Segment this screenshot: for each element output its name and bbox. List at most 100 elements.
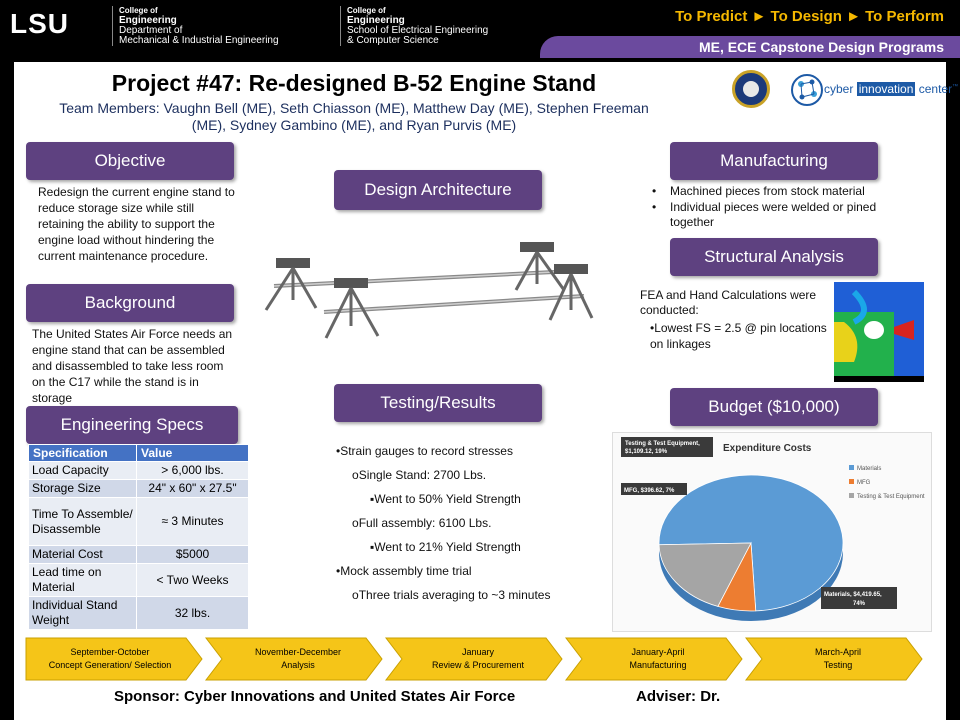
air-force-seal-icon	[732, 70, 770, 108]
timeline-period: January	[462, 647, 495, 657]
network-icon	[791, 74, 823, 106]
cic-word-center: center	[915, 82, 953, 96]
timeline-task: Review & Procurement	[432, 660, 525, 670]
header-bar: LSU College of Engineering Department of…	[0, 0, 960, 60]
legend-swatch-materials	[849, 465, 854, 470]
legend-swatch-testing	[849, 493, 854, 498]
list-item: ▪Went to 50% Yield Strength	[336, 490, 606, 514]
testing-heading: Testing/Results	[334, 384, 542, 422]
dept-line2: Mechanical & Industrial Engineering	[119, 35, 279, 46]
college-label: College of	[347, 6, 386, 15]
list-item: •Strain gauges to record stresses	[336, 442, 606, 466]
timeline-task: Manufacturing	[629, 660, 686, 670]
timeline-step	[744, 637, 923, 681]
timeline-task: Testing	[824, 660, 853, 670]
legend-testing: Testing & Test Equipment	[857, 494, 925, 500]
value-cell: > 6,000 lbs.	[136, 461, 249, 480]
testing-list: •Strain gauges to record stresses o Singl…	[336, 442, 606, 610]
timeline-period: September-October	[70, 647, 149, 657]
expenditure-pie-chart: Expenditure Costs Materials MFG Testing …	[621, 437, 925, 621]
callout-materials-pct: 74%	[853, 601, 866, 607]
list-item: oThree trials averaging to ~3 minutes	[336, 586, 606, 610]
background-heading: Background	[26, 284, 234, 322]
pie-slices	[658, 474, 844, 621]
table-row: Lead time on Material < Two Weeks	[28, 563, 249, 597]
item-text: Full assembly: 6100 Lbs.	[358, 516, 492, 530]
timeline-step	[25, 637, 203, 681]
trademark: ™	[952, 84, 959, 90]
footer: Sponsor: Cyber Innovations and United St…	[14, 682, 946, 720]
legend-swatch-mfg	[849, 479, 854, 484]
project-title: Project #47: Re-designed B-52 Engine Sta…	[111, 70, 597, 96]
timeline-task: Concept Generation/ Selection	[49, 660, 172, 670]
cyber-innovation-center-logo: cyber innovation center™	[790, 72, 958, 108]
college-mechanical: College of Engineering Department of Mec…	[112, 6, 279, 46]
spec-cell: Lead time on Material	[28, 563, 137, 597]
fea-stress-image	[834, 282, 924, 382]
objective-heading: Objective	[26, 142, 234, 180]
value-cell: < Two Weeks	[136, 563, 249, 597]
team-members: Team Members: Vaughn Bell (ME), Seth Chi…	[59, 100, 649, 133]
item-text: Strain gauges to record stresses	[340, 444, 513, 458]
timeline-period: January-April	[631, 647, 684, 657]
college-electrical: College of Engineering School of Electri…	[340, 6, 488, 46]
list-item: Machined pieces from stock material	[650, 184, 900, 199]
dept-line1: Department of	[119, 25, 183, 36]
timeline-step	[564, 637, 743, 681]
school-label: Engineering	[119, 15, 177, 26]
list-item: oFull assembly: 6100 Lbs.	[336, 514, 606, 538]
college-label: College of	[119, 6, 158, 15]
item-text: Three trials averaging to ~3 minutes	[358, 588, 551, 602]
poster: Project #47: Re-designed B-52 Engine Sta…	[14, 62, 958, 682]
spec-cell: Load Capacity	[28, 461, 137, 480]
callout-testing-value: $1,109.12, 19%	[625, 449, 668, 455]
bullet: o	[352, 516, 359, 530]
tagline: To Predict ► To Design ► To Perform	[675, 8, 944, 25]
callout-testing: Testing & Test Equipment, $1,109.12, 19%	[621, 437, 713, 457]
table-row: Time To Assemble/Disassemble ≈ 3 Minutes	[28, 497, 249, 546]
bullet: ▪	[370, 540, 375, 554]
callout-materials: Materials, $4,419.65, 74%	[821, 587, 897, 609]
callout-mfg: MFG, $396.62, 7%	[621, 483, 687, 495]
table-row: Individual Stand Weight 32 lbs.	[28, 596, 249, 630]
timeline-task: Analysis	[281, 660, 315, 670]
item-text: Went to 21% Yield Strength	[374, 540, 521, 554]
timeline-step	[384, 637, 563, 681]
table-row: Storage Size 24" x 60" x 27.5"	[28, 479, 249, 498]
table-row: Material Cost $5000	[28, 545, 249, 564]
timeline-period: November-December	[255, 647, 341, 657]
list-item: Individual pieces were welded or pined t…	[650, 200, 900, 230]
item-text: Went to 50% Yield Strength	[374, 492, 521, 506]
cic-wordmark: cyber innovation center™	[824, 82, 958, 96]
structural-line2: •Lowest FS = 2.5 @ pin locations on link…	[650, 321, 827, 351]
budget-chart: Expenditure Costs Materials MFG Testing …	[612, 432, 932, 632]
timeline-step	[204, 637, 383, 681]
budget-heading: Budget ($10,000)	[670, 388, 878, 426]
spec-cell: Time To Assemble/Disassemble	[28, 497, 137, 546]
value-cell: 32 lbs.	[136, 596, 249, 630]
col-spec: Specification	[28, 444, 137, 462]
value-cell: ≈ 3 Minutes	[136, 497, 249, 546]
item-text: Single Stand: 2700 Lbs.	[358, 468, 487, 482]
pie-slice-testing-test-equipment	[658, 542, 752, 607]
background-text: The United States Air Force needs an eng…	[32, 327, 233, 405]
objective-text: Redesign the current engine stand to red…	[38, 185, 235, 263]
callout-testing-label: Testing & Test Equipment,	[625, 441, 700, 447]
callout-materials-label: Materials, $4,419.65,	[824, 592, 882, 598]
adviser-text: Adviser: Dr.	[636, 688, 721, 705]
dept-line2: & Computer Science	[347, 35, 439, 46]
legend-mfg: MFG	[857, 480, 871, 486]
spec-cell: Material Cost	[28, 545, 137, 564]
chart-legend: Materials MFG Testing & Test Equipment	[849, 465, 925, 500]
bullet: •	[336, 444, 341, 458]
item-text: Mock assembly time trial	[340, 564, 472, 578]
dept-line1: School of Electrical Engineering	[347, 25, 489, 36]
cic-word-cyber: cyber	[824, 82, 857, 96]
timeline-period: March-April	[815, 647, 861, 657]
cic-word-innovation: innovation	[856, 82, 916, 96]
value-cell: 24" x 60" x 27.5"	[136, 479, 249, 498]
list-item: ▪Went to 21% Yield Strength	[336, 538, 606, 562]
callout-mfg-text: MFG, $396.62, 7%	[624, 488, 675, 494]
table-row: Load Capacity > 6,000 lbs.	[28, 461, 249, 480]
